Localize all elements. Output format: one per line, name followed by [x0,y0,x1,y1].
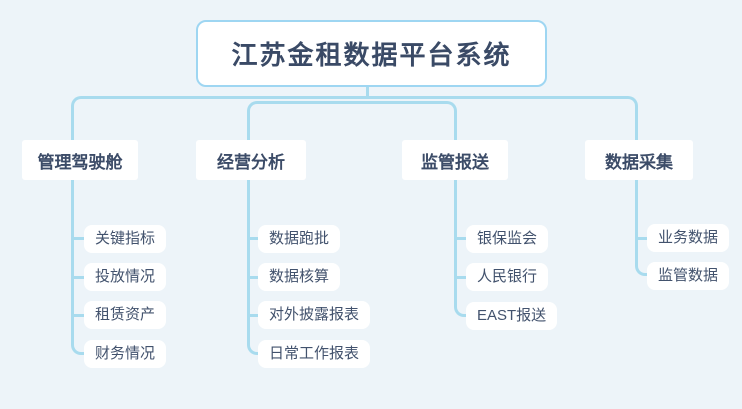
root-connector-line [366,85,369,98]
leaf-node-cbirc[interactable]: 银保监会 [466,225,549,253]
branch-node-management-cockpit[interactable]: 管理驾驶舱 [22,140,138,180]
branch2-spine-line [247,111,260,355]
leaf-node-key-indicators[interactable]: 关键指标 [84,225,167,253]
inner-branch-bracket-line [247,101,457,113]
leaf-connector-line [454,276,468,279]
leaf-node-regulatory-data[interactable]: 监管数据 [647,262,730,290]
leaf-node-data-batch[interactable]: 数据跑批 [258,225,341,253]
leaf-node-financial-status[interactable]: 财务情况 [84,340,167,368]
leaf-connector-line [247,237,260,240]
leaf-connector-line [454,237,468,240]
leaf-node-external-disclosure-reports[interactable]: 对外披露报表 [258,301,371,329]
branch1-spine-line [71,108,85,355]
branch-node-business-analysis[interactable]: 经营分析 [196,140,306,180]
branch3-spine-line [454,111,468,317]
leaf-node-data-accounting[interactable]: 数据核算 [258,263,341,291]
leaf-node-business-data[interactable]: 业务数据 [647,224,730,252]
leaf-connector-line [635,237,649,240]
branch4-spine-line [635,110,649,276]
leaf-connector-line [247,276,260,279]
leaf-connector-line [71,237,85,240]
leaf-node-daily-work-reports[interactable]: 日常工作报表 [258,340,371,368]
leaf-node-leasing-assets[interactable]: 租赁资产 [84,301,167,329]
leaf-node-pboc[interactable]: 人民银行 [466,263,549,291]
leaf-connector-line [247,314,260,317]
root-node-title[interactable]: 江苏金租数据平台系统 [196,20,547,87]
leaf-node-east-reporting[interactable]: EAST报送 [466,302,558,330]
leaf-connector-line [71,314,85,317]
leaf-node-investment-status[interactable]: 投放情况 [84,263,167,291]
leaf-connector-line [71,276,85,279]
outer-branch-bracket-line [71,96,638,110]
branch-node-data-collection[interactable]: 数据采集 [585,140,693,180]
branch-node-regulatory-reporting[interactable]: 监管报送 [402,140,508,180]
